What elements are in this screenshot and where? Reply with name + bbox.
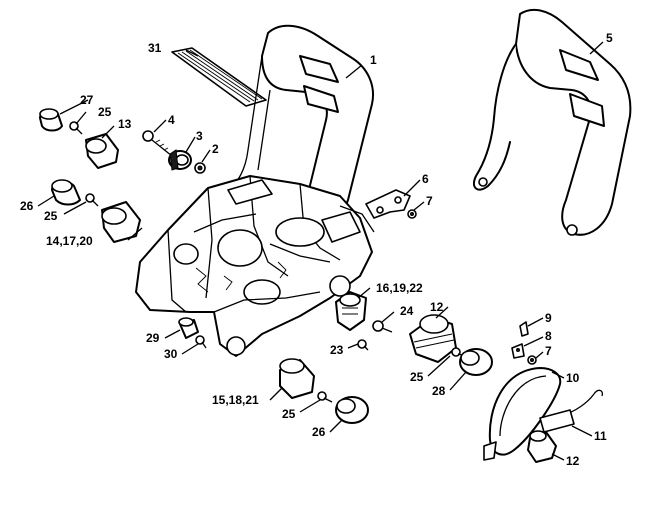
part-26-plug-a [51,179,81,206]
callout-2: 2 [212,142,219,156]
leader-lines [37,41,604,461]
part-6-bracket [365,189,411,219]
part-9-clip [519,321,529,337]
callout-28: 28 [432,384,446,398]
callout-15-a: 14,17,20 [46,234,93,248]
callout-6: 6 [422,172,429,186]
callout-26-b: 26 [312,425,326,439]
callout-7-b: 7 [545,344,552,358]
callout-26-a: 26 [20,199,34,213]
callout-25-d: 25 [282,407,296,421]
callout-25-c: 25 [410,370,424,384]
callout-4: 4 [168,113,175,127]
part-14-buffer-large [409,314,457,363]
part-28-cap [459,348,493,376]
part-7-washer-a [407,209,417,219]
part-13-buffer [85,133,119,169]
part-15-buffer-a [101,201,141,243]
part-15-buffer-b [279,358,315,399]
callout-27: 27 [80,93,94,107]
callout-14: 12 [430,300,444,314]
part-25-screw-a [69,121,83,135]
part-4-long-screw [142,130,173,157]
part-25-screw-d [317,391,333,403]
part-30-screw [195,335,207,349]
callout-23: 23 [330,343,344,357]
callout-8: 8 [545,329,552,343]
part-2-nut [194,162,206,174]
part-8-clip [511,343,525,359]
main-housing [135,175,375,357]
callout-31: 31 [148,41,162,55]
part-27-stop-cap [39,108,63,132]
callout-24: 24 [400,304,414,318]
part-29-buffer-small [178,317,199,339]
part-3-spring-buffer [168,149,192,171]
part-5-hand-guard [472,8,632,236]
callout-labels: 31 1 5 27 25 13 4 3 2 6 7 26 25 14,17,20… [20,31,613,468]
callout-7-a: 7 [426,194,433,208]
callout-10: 10 [566,371,580,385]
callout-11: 11 [594,429,607,443]
callout-9: 9 [545,311,552,325]
part-26-plug-b [335,396,369,424]
callout-12: 12 [566,454,580,468]
part-16-mount [335,291,367,331]
part-10-strap [483,367,562,461]
part-25-screw-b [85,193,99,207]
callout-29: 29 [146,331,160,345]
part-23-screw [357,339,369,351]
callout-16: 16,19,22 [376,281,423,295]
callout-3: 3 [196,129,203,143]
part-12-sleeve [527,430,557,463]
callout-1: 1 [370,53,377,67]
callout-25-a: 25 [98,105,112,119]
part-31-label-plate [171,47,267,107]
callout-13: 13 [118,117,132,131]
callout-15-b: 15,18,21 [212,393,259,407]
callout-30: 30 [164,347,178,361]
part-7-washer-b [527,355,537,365]
callout-5: 5 [606,31,613,45]
part-24-screw [372,320,393,333]
part-11-spring [539,389,604,433]
callout-25-b: 25 [44,209,58,223]
